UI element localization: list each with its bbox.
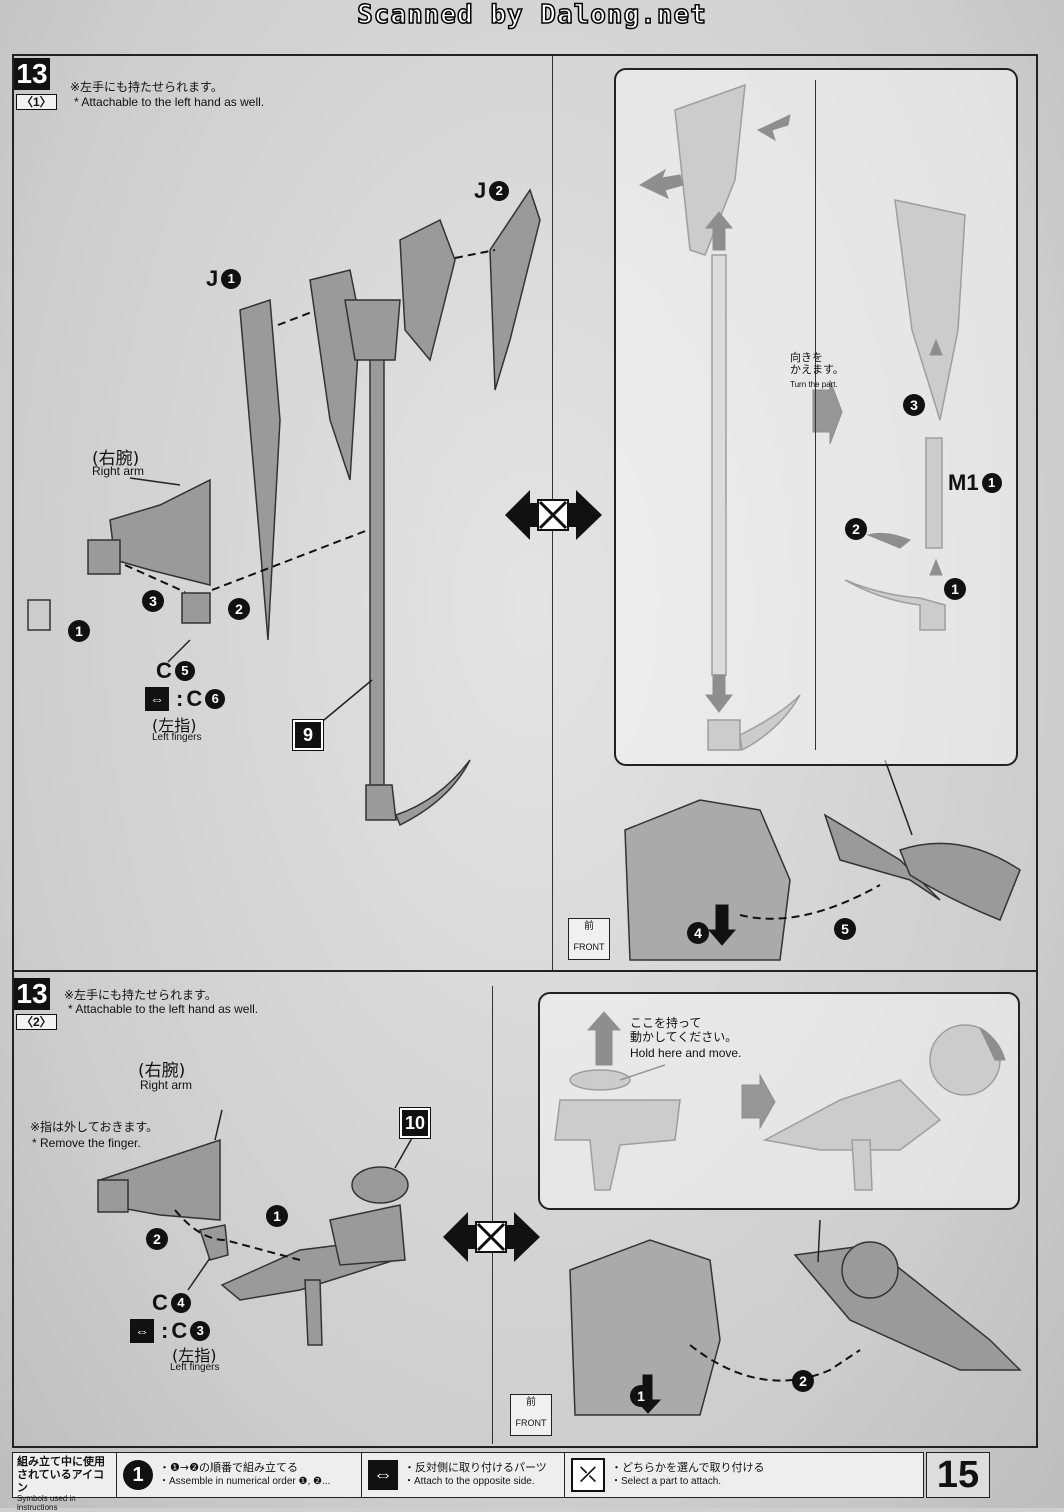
left-fingers-label-en: Left fingers [152,732,202,743]
step-marker-5: 5 [834,918,856,940]
step-marker-1: 1 [68,620,90,642]
front-indicator-2: 前 FRONT [510,1394,552,1436]
note-left-hand-en-2: * Attachable to the left hand as well. [68,1002,259,1016]
step-number-badge-2: 13 [14,978,50,1010]
feather-j1 [239,298,281,641]
scythe-hub [344,299,401,361]
step-marker-1-detail: 1 [944,578,966,600]
opposite-side-icon-2: ⇔ [130,1319,154,1343]
scythe-shaft [369,339,385,791]
select-part-icon: ⤫ [571,1458,605,1492]
stored-cannon [793,1244,1022,1371]
step-marker-4: 4 [687,922,709,944]
right-arm-label-en-2: Right arm [140,1078,193,1092]
page-frame [12,54,1038,1448]
substep-label: 〈1〉 [16,94,57,110]
detail-box-scythe [614,68,1018,766]
detail-box-divider [815,80,816,750]
turn-note-jp: 向きを かえます。 [790,352,844,376]
left-fingers-label-jp: (左指) [152,716,197,735]
part-number-10: 10 [399,1107,431,1139]
feather-j2 [489,188,541,391]
cannon-disc [351,1166,409,1204]
step-marker-3: 3 [142,590,164,612]
swap-arrow-group [443,490,602,1262]
symbol-legend: 組み立て中に使用されているアイコン Symbols used in instru… [12,1452,924,1512]
numbered-order-icon: 1 [123,1460,153,1490]
stored-scythe [823,813,941,901]
turn-note-en: Turn the part. [790,380,838,389]
finger-part-c4 [199,1224,229,1261]
step2-hand-socket [97,1179,129,1213]
right-arm-label-en: Right arm [92,464,145,478]
hold-note-jp: ここを持って 動かしてください。 [630,1016,738,1044]
removed-finger [27,599,51,631]
legend-item-order: 1 ・❶→❷の順番で組み立てる ・Assemble in numerical o… [117,1453,362,1497]
detail-box-cannon [538,992,1020,1210]
cannon-grip [304,1279,323,1346]
step-marker-2-s2-bottom: 2 [792,1370,814,1392]
step-marker-2: 2 [228,598,250,620]
step-marker-2-s2: 2 [146,1228,168,1250]
step-marker-1-s2-bottom: 1 [630,1385,652,1407]
left-fingers-label-jp-2: (左指) [172,1346,217,1365]
right-arm [109,478,211,586]
front-indicator: 前 FRONT [568,918,610,960]
right-arm-label-jp: (右腕) [92,449,140,469]
opposite-side-icon: ⇔ [368,1460,398,1490]
hold-note-en: Hold here and move. [630,1046,742,1060]
legend-item-opposite: ⇔ ・反対側に取り付けるパーツ ・Attach to the opposite … [362,1453,565,1497]
scythe-blade-lower [395,759,471,827]
remove-finger-note-en: * Remove the finger. [32,1136,141,1150]
step-number-badge: 13 [14,58,50,90]
left-fingers-label-en-2: Left fingers [170,1362,220,1373]
scythe-base [365,784,397,821]
torso-step1 [624,799,791,961]
note-left-hand-jp: ※左手にも持たせられます。 [70,80,223,94]
step-marker-2-detail: 2 [845,518,867,540]
legend-title: 組み立て中に使用されているアイコン Symbols used in instru… [13,1453,117,1512]
finger-part-c5 [181,592,211,624]
stored-cannon-disc [841,1241,899,1299]
arm-hand-socket [87,539,121,575]
scan-watermark: Scanned by Dalong.net [356,0,707,31]
step-marker-1-s2: 1 [266,1205,288,1227]
note-left-hand-jp-2: ※左手にも持たせられます。 [64,988,217,1002]
part-number-9: 9 [292,719,324,751]
step-marker-3-detail: 3 [903,394,925,416]
step2-column-divider [492,986,493,1444]
opposite-side-icon: ⇔ [145,687,169,711]
legend-item-select: ⤫ ・どちらかを選んで取り付ける ・Select a part to attac… [565,1453,923,1497]
step-divider [12,970,1036,972]
scythe-wing-right [399,218,456,362]
stored-scythe-head [899,842,1021,921]
cannon-body [329,1204,406,1266]
substep-label-2: 〈2〉 [16,1014,57,1030]
remove-finger-note-jp: ※指は外しておきます。 [30,1120,159,1134]
torso-step2 [569,1239,721,1416]
right-arm-label-jp-2: (右腕) [138,1061,186,1081]
scythe-wing-left [309,269,361,481]
note-left-hand-en: * Attachable to the left hand as well. [74,95,265,109]
page-number: 15 [926,1452,990,1498]
